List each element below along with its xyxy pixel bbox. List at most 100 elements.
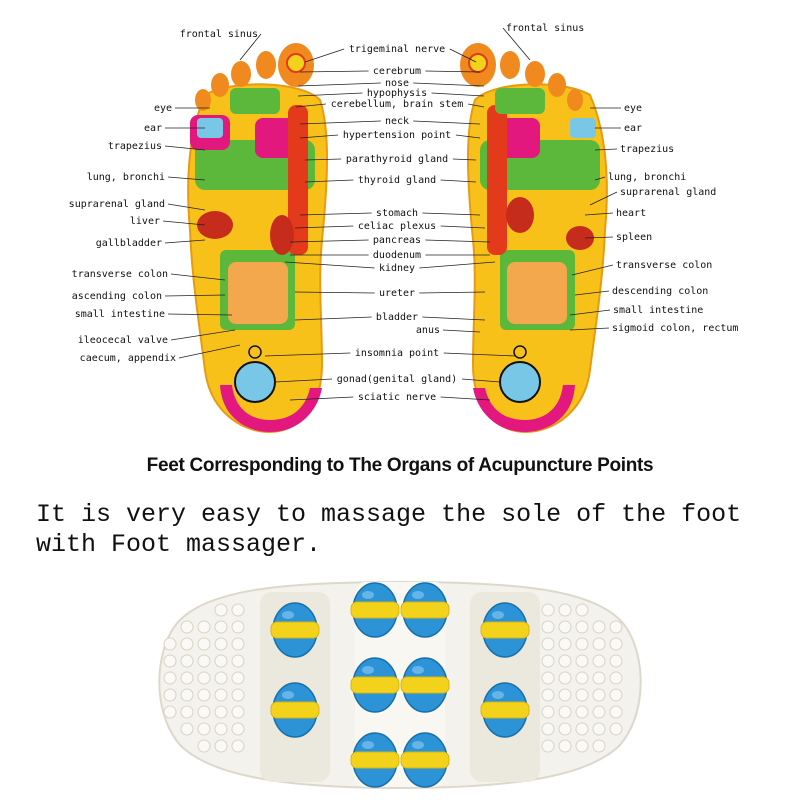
massage-bump — [231, 739, 245, 753]
leader-line — [443, 352, 516, 357]
center-label: nose — [385, 78, 409, 89]
massage-bump — [592, 705, 606, 719]
right-toe-3 — [525, 61, 545, 87]
center-label: celiac plexus — [358, 221, 436, 232]
caption-line: It is very easy to massage the sole of t… — [36, 500, 742, 529]
right-foot — [460, 43, 608, 434]
massage-roller — [270, 602, 320, 658]
massage-bump — [163, 705, 177, 719]
leader-line — [289, 396, 354, 401]
massage-bump — [592, 637, 606, 651]
massage-bump — [541, 603, 555, 617]
leader-line — [594, 176, 606, 181]
leader-line — [422, 316, 486, 321]
massage-bump — [575, 722, 589, 736]
leader-line — [584, 236, 614, 239]
leader-line — [425, 70, 481, 73]
center-label: pancreas — [373, 235, 421, 246]
leader-line — [304, 179, 354, 183]
massage-bump — [558, 620, 572, 634]
caption: It is very easy to massage the sole of t… — [36, 500, 796, 560]
rollers — [270, 582, 530, 788]
center-label: sciatic nerve — [358, 392, 436, 403]
massage-bump — [558, 705, 572, 719]
right-label: lung, bronchi — [608, 172, 686, 183]
leader-line — [297, 82, 381, 87]
massage-bump — [558, 739, 572, 753]
massage-bump — [180, 620, 194, 634]
center-label: bladder — [376, 312, 418, 323]
leader-line — [589, 191, 618, 206]
massage-bump — [541, 722, 555, 736]
leader-line — [574, 290, 610, 296]
leader-line — [294, 316, 372, 321]
leader-line — [422, 212, 481, 216]
massage-bump — [197, 739, 211, 753]
massage-bump — [609, 620, 623, 634]
leader-line — [455, 134, 481, 139]
left-toe-big-dot — [286, 53, 306, 73]
center-label: cerebellum, brain stem — [331, 99, 463, 110]
massage-roller — [350, 657, 400, 713]
massage-bump — [197, 671, 211, 685]
massage-bump — [231, 671, 245, 685]
leader-line — [167, 313, 233, 316]
massage-bump — [575, 637, 589, 651]
massage-bump — [575, 688, 589, 702]
right-label: eye — [624, 103, 642, 114]
center-label: parathyroid gland — [346, 154, 448, 165]
leader-line — [440, 396, 491, 401]
left-label: caecum, appendix — [80, 353, 176, 364]
left-blue-block — [197, 118, 223, 138]
right-spleen — [566, 226, 594, 250]
leader-line — [440, 179, 477, 183]
right-toe-2 — [500, 51, 520, 79]
massage-bump — [609, 654, 623, 668]
massage-bump — [609, 722, 623, 736]
leader-line — [440, 225, 486, 229]
left-label: liver — [130, 216, 160, 227]
massage-bump — [197, 705, 211, 719]
leader-line — [569, 327, 610, 331]
massage-bump — [575, 620, 589, 634]
center-label: thyroid gland — [358, 175, 436, 186]
center-label: kidney — [379, 263, 415, 274]
left-toe-2 — [256, 51, 276, 79]
massage-bump — [558, 671, 572, 685]
massage-bump — [558, 654, 572, 668]
massage-bump — [558, 603, 572, 617]
leader-line — [170, 329, 236, 341]
leader-line — [164, 294, 226, 297]
massage-bump — [592, 688, 606, 702]
massage-roller — [350, 582, 400, 638]
massage-bump — [592, 620, 606, 634]
massage-bump — [163, 671, 177, 685]
leader-line — [304, 158, 342, 161]
massage-roller — [400, 582, 450, 638]
massage-bump — [575, 603, 589, 617]
center-label: cerebrum — [373, 66, 421, 77]
leader-line — [419, 261, 496, 269]
massage-bump — [180, 654, 194, 668]
left-ankle-ring — [248, 345, 262, 359]
massage-roller — [480, 602, 530, 658]
left-spine-red — [288, 105, 308, 255]
right-label: ear — [624, 123, 642, 134]
leader-line — [239, 33, 262, 61]
massage-bump — [575, 671, 589, 685]
left-label: lung, bronchi — [87, 172, 165, 183]
massage-bump — [231, 620, 245, 634]
leader-line — [431, 92, 485, 97]
massage-roller — [400, 657, 450, 713]
leader-line — [297, 92, 363, 97]
leader-line — [164, 239, 206, 244]
leader-line — [167, 176, 206, 181]
leader-line — [571, 264, 614, 276]
right-label: frontal sinus — [506, 23, 584, 34]
massage-bump — [214, 620, 228, 634]
left-liver — [197, 211, 233, 239]
leader-line — [442, 329, 481, 333]
